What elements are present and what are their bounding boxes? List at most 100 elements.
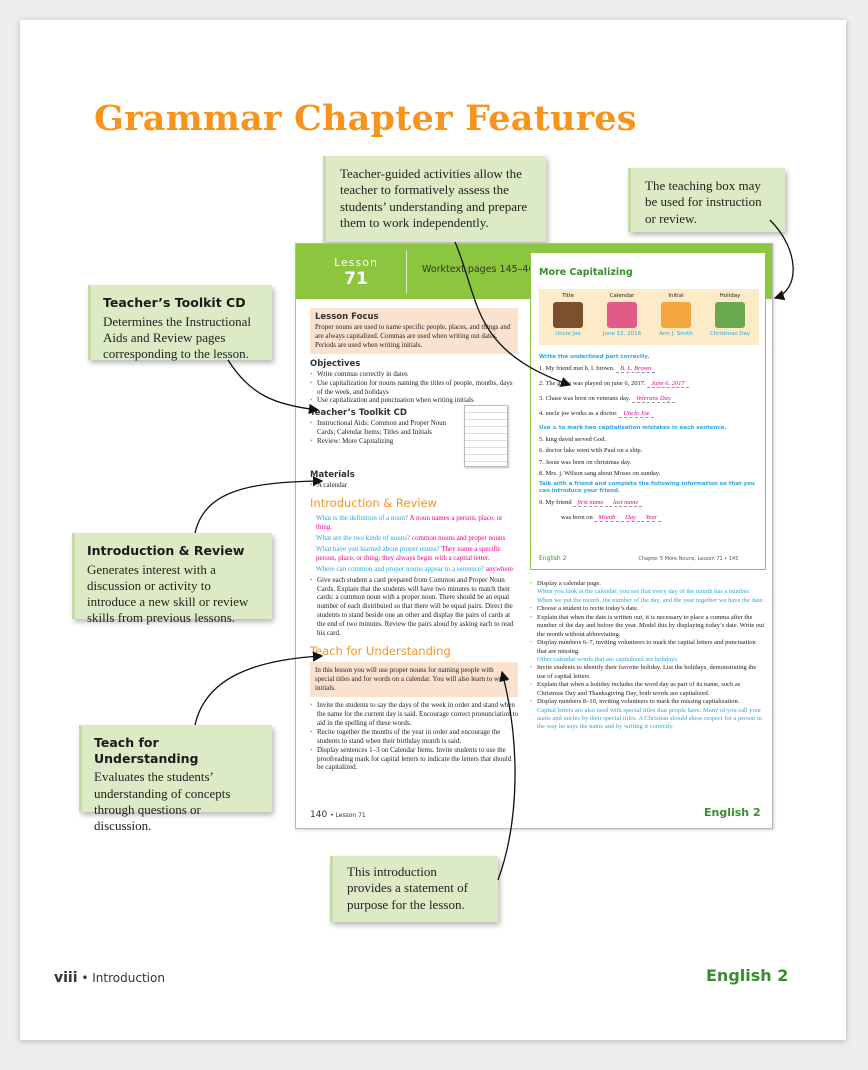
right-bullet: Choose a student to recite today’s date. xyxy=(530,605,766,614)
panel-column: Title Uncle Joe xyxy=(541,293,595,337)
calendar-icon xyxy=(607,302,637,328)
worktext-footer: English 2 Chapter 5 More Nouns, Lesson 7… xyxy=(539,555,738,562)
callout-toolkit: Teacher’s Toolkit CD Determines the Inst… xyxy=(88,285,272,362)
exercise-row: 9. My friend first name last name xyxy=(539,498,759,507)
column-label: Initial xyxy=(668,293,684,299)
teacher-script: Other calendar words that are capitalize… xyxy=(537,655,679,663)
answer: anywhere xyxy=(485,564,514,573)
lesson-page-label: Lesson 71 xyxy=(335,812,366,819)
teach-bullet: Recite together the months of the year i… xyxy=(310,728,518,746)
toolkit-row: Instructional Aids: Common and Proper No… xyxy=(310,405,518,468)
instruction: Write the underlined part correctly. xyxy=(539,354,650,360)
objective-item: Use capitalization for nouns naming the … xyxy=(310,379,518,397)
callout-heading: Introduction & Review xyxy=(87,543,245,558)
callout-text: This introduction provides a statement o… xyxy=(347,864,468,912)
exercise-row: 2. The game was played on june 6, 2017. … xyxy=(539,380,759,388)
page-title: Grammar Chapter Features xyxy=(94,98,637,139)
exercise-row: was born on Month Day Year xyxy=(539,513,759,522)
sheet-footer-left: viii • Introduction xyxy=(54,970,165,986)
question: What is the definition of a noun? xyxy=(316,513,409,522)
exercise-row: 5. king david served God. xyxy=(539,436,607,444)
lesson-number: 71 xyxy=(344,269,368,289)
lesson-page-book: English 2 xyxy=(704,806,761,819)
answer: They name a specific person, place, or t… xyxy=(316,544,501,562)
callout-text: Generates interest with a discussion or … xyxy=(87,561,249,626)
lesson-right-column: Display a calendar page. When you look a… xyxy=(530,580,766,732)
materials-heading: Materials xyxy=(310,470,355,481)
callout-heading: Teach for Understanding xyxy=(94,735,199,766)
exercise-row: 3. Chase was born on veterans day. Veter… xyxy=(539,395,759,404)
callout-teaching-box: The teaching box may be used for instruc… xyxy=(628,168,785,232)
callout-guided: Teacher-guided activities allow the teac… xyxy=(323,156,546,242)
intro-bullet: Give each student a card prepared from C… xyxy=(310,576,518,639)
exercise-text: 2. The game was played on june 6, 2017. xyxy=(539,380,646,387)
callout-text: Determines the Instructional Aids and Re… xyxy=(103,313,252,362)
objective-item: Use capitalization and punctuation when … xyxy=(310,396,518,405)
panel-column: Initial Ann J. Smith xyxy=(649,293,703,337)
column-caption: Ann J. Smith xyxy=(659,331,693,337)
exercise-row: 8. Mrs. j. Wilson sang about Moses on su… xyxy=(539,469,661,477)
lesson-focus: Lesson Focus Proper nouns are used to na… xyxy=(310,308,518,354)
toolkit-heading: Teacher’s Toolkit CD xyxy=(310,408,407,419)
callout-heading: Teacher’s Toolkit CD xyxy=(103,295,246,310)
question: What have you learned about proper nouns… xyxy=(316,544,440,553)
exercise-answer: Uncle Joe xyxy=(619,410,654,419)
exercise-answer: B. L. Brown xyxy=(616,364,656,373)
right-bullet: Explain that when a holiday includes the… xyxy=(530,681,766,698)
exercise-answer: Day xyxy=(621,513,640,522)
teach-purpose: In this lesson you will use proper nouns… xyxy=(310,661,518,697)
person-illustration-icon xyxy=(661,302,691,328)
teach-bullet: Display sentences 1–3 on Calendar Items.… xyxy=(310,746,518,773)
callout-purpose: This introduction provides a statement o… xyxy=(330,856,498,922)
toolkit-list: Instructional Aids: Common and Proper No… xyxy=(310,419,460,467)
uncle-illustration-icon xyxy=(553,302,583,328)
teach-bullet: Invite the students to say the days of t… xyxy=(310,701,518,728)
worktext-pages: Worktext pages 145–46 xyxy=(422,264,535,275)
teacher-edition-page: Lesson 71 Worktext pages 145–46 Lesson F… xyxy=(295,243,773,829)
worktext-footer-right: Chapter 5 More Nouns, Lesson 71 • 145 xyxy=(638,556,739,562)
exercise-text: 9. My friend xyxy=(539,498,572,506)
question: What are the two kinds of nouns? xyxy=(316,533,411,542)
right-bullet: Display numbers 8–10, inviting volunteer… xyxy=(530,698,766,707)
lesson-word: Lesson xyxy=(334,256,378,269)
lesson-page-number: 140 • Lesson 71 xyxy=(310,810,366,820)
callout-intro-review: Introduction & Review Generates interest… xyxy=(72,533,272,625)
column-label: Holiday xyxy=(719,293,741,299)
callout-text: Evaluates the students’ understanding of… xyxy=(94,769,231,833)
lesson-focus-text: Proper nouns are used to name specific p… xyxy=(315,322,511,349)
toolkit-item: Instructional Aids: Common and Proper No… xyxy=(310,419,460,437)
right-bullet: Display a calendar page. xyxy=(530,580,766,589)
right-bullet: Display numbers 6–7, inviting volunteers… xyxy=(530,639,766,656)
lesson-number-box: Lesson 71 xyxy=(310,250,402,298)
objectives-heading: Objectives xyxy=(310,358,361,369)
right-bullet: Invite students to identify their favori… xyxy=(530,664,766,681)
callout-text: The teaching box may be used for instruc… xyxy=(645,178,762,226)
callout-teach: Teach for Understanding Evaluates the st… xyxy=(79,725,272,833)
header-divider xyxy=(406,250,407,294)
panel-column: Holiday Christmas Day xyxy=(703,293,757,337)
exercise-row: 7. Jesus was born on christmas day. xyxy=(539,458,632,466)
answer: A noun names a person, place, or thing. xyxy=(316,513,503,531)
exercise-row: 6. doctor luke went with Paul on a ship. xyxy=(539,447,643,455)
column-label: Calendar xyxy=(609,293,635,299)
toolkit-item: Review: More Capitalizing xyxy=(310,437,460,446)
teacher-script: Capital letters are also used with speci… xyxy=(537,706,762,731)
exercise-answer: Year xyxy=(641,513,662,522)
column-caption: June 12, 2016 xyxy=(602,331,642,337)
worktext-page: More Capitalizing Title Uncle Joe Calend… xyxy=(530,252,766,570)
exercise-text: 3. Chase was born on veterans day. xyxy=(539,395,631,403)
intro-review-heading: Introduction & Review xyxy=(310,496,437,511)
christmas-tree-icon xyxy=(715,302,745,328)
right-bullet: Explain that when the date is written ou… xyxy=(530,614,766,639)
worktext-exercises: Write the underlined part correctly. 1. … xyxy=(539,351,759,529)
sheet-page-number: viii xyxy=(54,970,78,986)
intro-questions: What is the definition of a noun? A noun… xyxy=(310,514,518,574)
objective-item: Write commas correctly in dates xyxy=(310,370,518,379)
worktext-title: More Capitalizing xyxy=(539,267,633,278)
materials-item: A calendar xyxy=(310,481,518,490)
lesson-page-num: 140 xyxy=(310,810,328,820)
column-caption: Uncle Joe xyxy=(555,331,581,337)
exercise-row: 1. My friend met b. l. brown. B. L. Brow… xyxy=(539,364,759,373)
callout-text: Teacher-guided activities allow the teac… xyxy=(340,166,528,230)
exercise-text: 4. uncle joe works as a doctor. xyxy=(539,410,618,418)
